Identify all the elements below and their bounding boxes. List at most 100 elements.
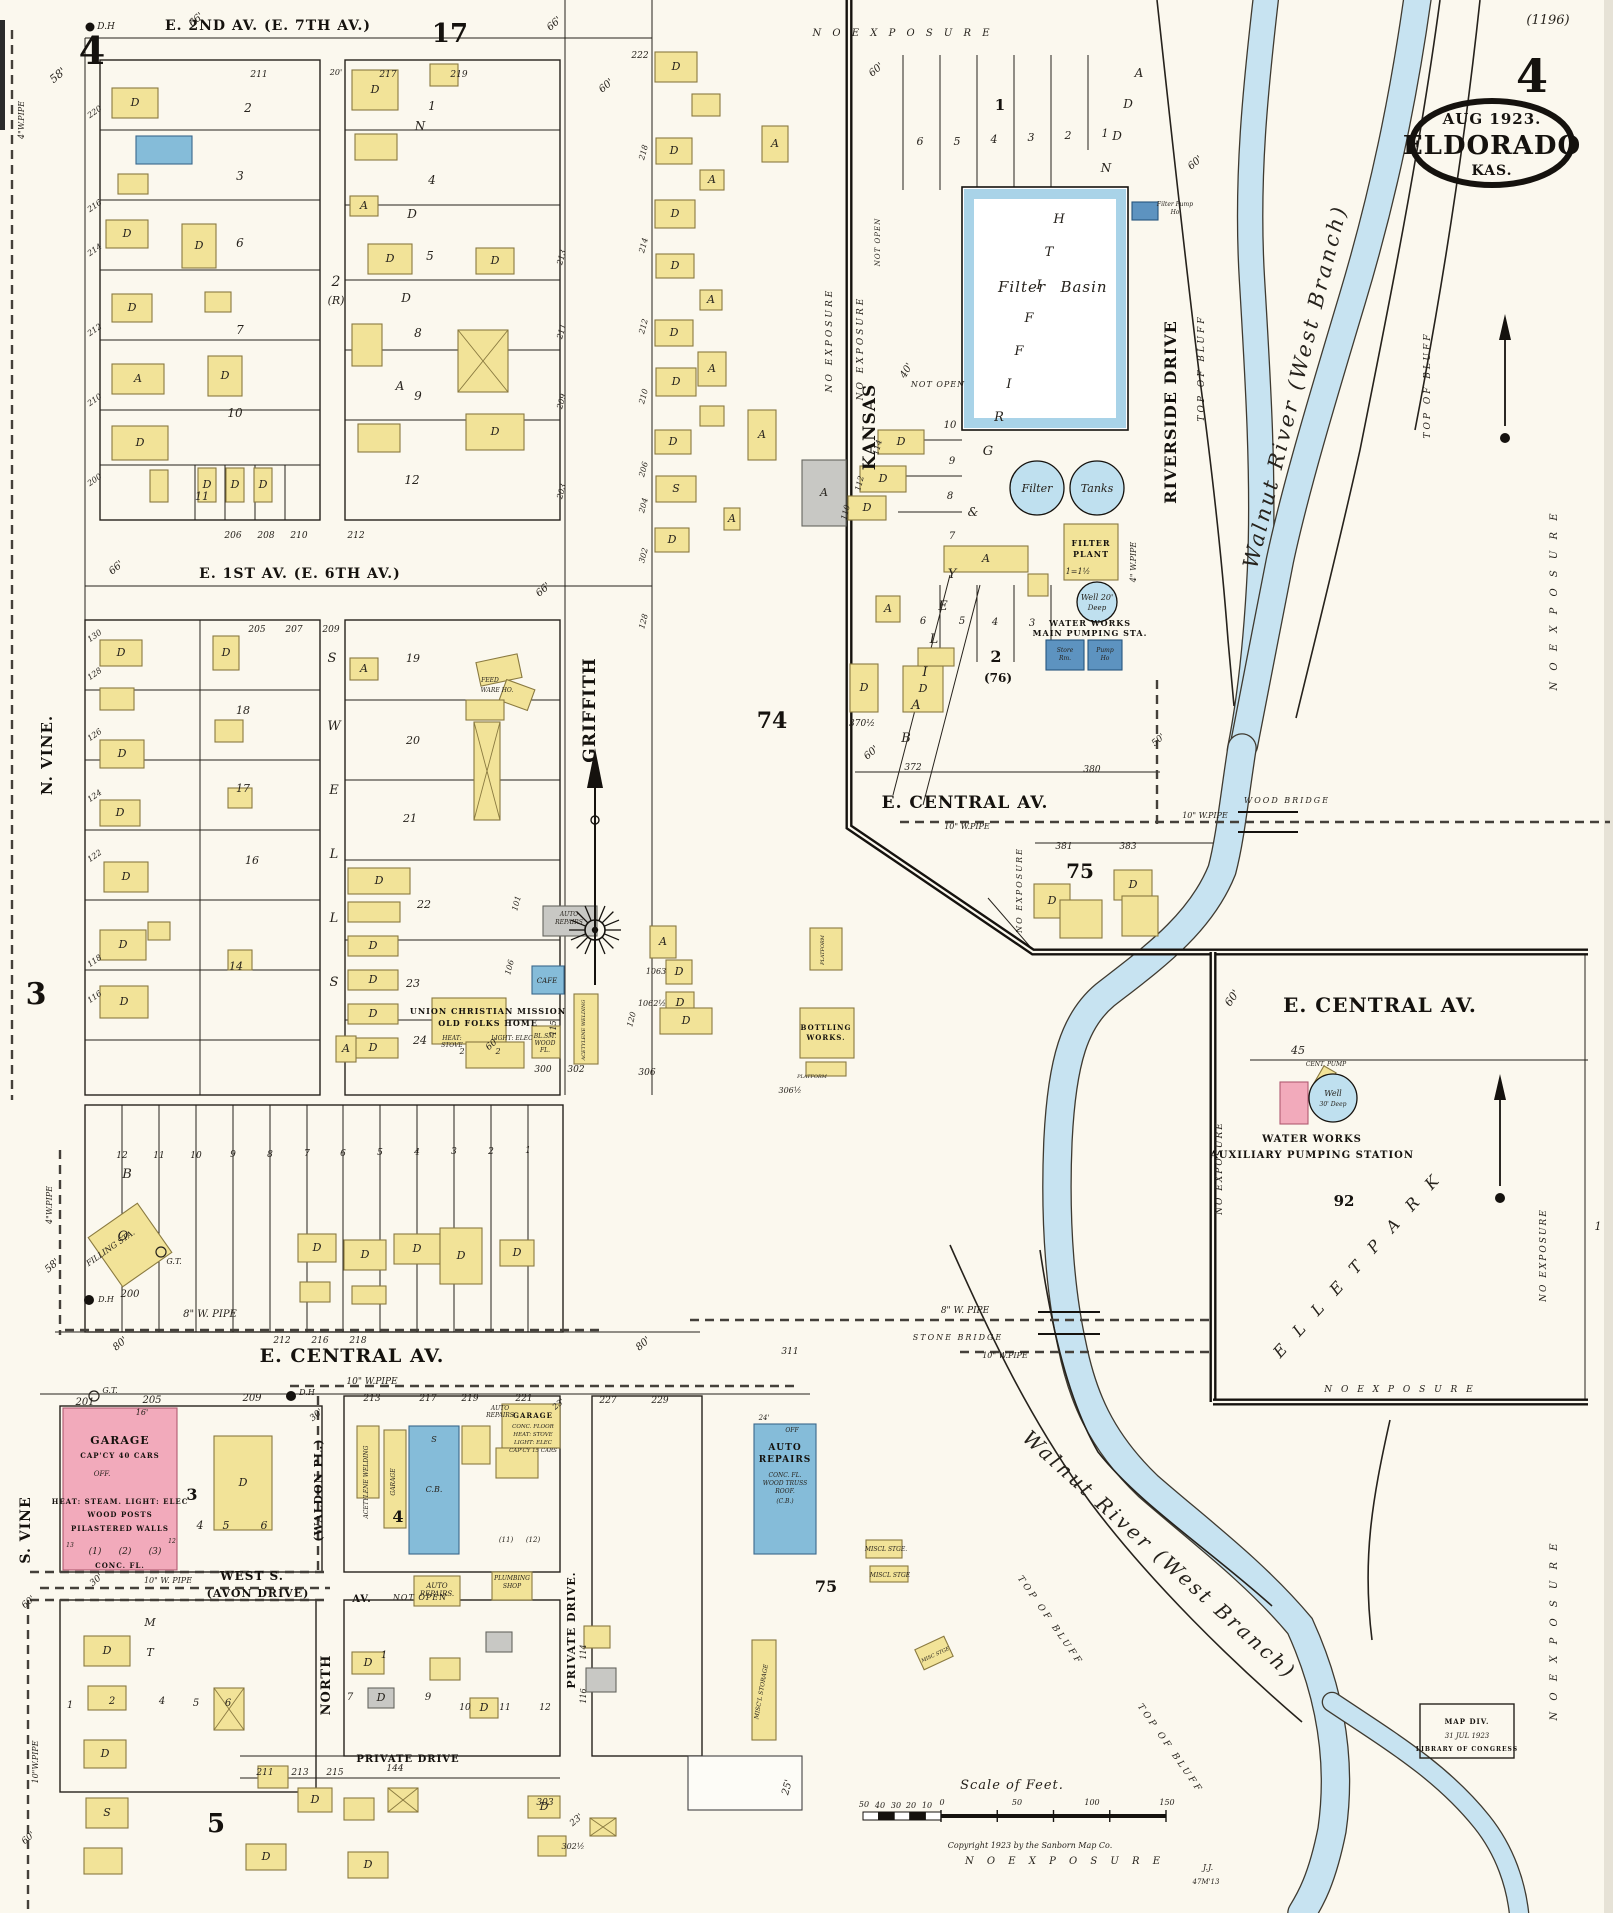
map-label: D	[1122, 97, 1133, 111]
map-label: HEAT: STOVE	[512, 1432, 552, 1438]
building: D	[347, 969, 399, 991]
building-footprint	[849, 663, 879, 713]
map-label: 10	[190, 1151, 202, 1161]
building-footprint	[753, 1423, 817, 1555]
building: D	[902, 665, 944, 713]
building-footprint	[439, 1227, 483, 1285]
map-label: 3	[26, 977, 47, 1012]
bluff-line	[1039, 1249, 1273, 1607]
map-label: 14	[229, 960, 243, 973]
map-label: M	[143, 1616, 156, 1629]
building	[429, 63, 459, 87]
building: S	[655, 475, 697, 503]
map-label: 1	[995, 96, 1005, 114]
building	[343, 1797, 375, 1821]
map-label: 210	[289, 531, 307, 541]
map-label: E	[328, 783, 339, 798]
building-cross	[589, 1817, 617, 1837]
building	[227, 949, 253, 971]
building: D	[469, 1697, 499, 1719]
map-label: 17	[236, 782, 250, 795]
map-label: 45	[1290, 1044, 1305, 1057]
map-label: 3	[236, 169, 244, 183]
map-label: WATER WORKS	[1261, 1134, 1362, 1145]
map-label: 3	[1028, 131, 1035, 144]
building	[354, 133, 398, 161]
map-label: E	[937, 599, 948, 614]
compass-center	[591, 926, 599, 934]
building	[227, 787, 253, 809]
building: A	[699, 289, 723, 311]
building-footprint	[349, 195, 379, 217]
building-use-letter: D	[490, 425, 500, 438]
building: D	[99, 639, 143, 667]
lot-line	[922, 584, 981, 806]
building-use-letter: D	[363, 1656, 373, 1669]
map-label: 209	[321, 625, 339, 635]
building-footprint	[465, 699, 505, 721]
building-footprint	[431, 997, 507, 1045]
map-label: 302½	[561, 1842, 584, 1851]
building-footprint	[747, 409, 777, 461]
map-label: 50	[1012, 1798, 1022, 1807]
map-label: Y	[948, 567, 958, 582]
building	[805, 1061, 847, 1077]
building-footprint	[83, 1739, 127, 1769]
building-footprint	[213, 1435, 273, 1531]
map-label: HEAT: STEAM. LIGHT: ELEC	[52, 1497, 189, 1506]
building-use-letter: D	[412, 1242, 422, 1255]
building	[537, 1835, 567, 1857]
building-footprint	[649, 925, 677, 959]
building-footprint	[501, 1403, 561, 1449]
building-use-letter: D	[310, 1793, 320, 1806]
building: D	[859, 465, 907, 493]
map-label: 1	[1102, 127, 1109, 140]
map-label: 212	[272, 1336, 290, 1346]
building: A	[335, 1035, 357, 1063]
map-label: MISCL STGE	[869, 1572, 911, 1579]
map-label: 116	[579, 1688, 588, 1703]
compass-ray	[601, 936, 614, 949]
map-label: D.H	[97, 1295, 115, 1304]
building-footprint	[699, 405, 725, 427]
map-label: Deep	[1087, 604, 1107, 612]
block-outline	[84, 619, 321, 1096]
map-label: N O E X P O S U R E	[1549, 1539, 1560, 1721]
building-use-letter: D	[360, 1248, 370, 1261]
map-label: 9	[949, 456, 956, 467]
building-use-letter: D	[118, 938, 128, 951]
map-label: E. 2ND AV. (E. 7TH AV.)	[165, 18, 371, 34]
map-label: 150	[1159, 1798, 1174, 1807]
map-label: Ho	[1100, 655, 1110, 662]
building	[351, 323, 383, 367]
map-label: FILTER	[1071, 538, 1110, 548]
map-label: N	[414, 119, 426, 133]
building	[531, 1025, 561, 1059]
map-label: 5	[426, 249, 434, 263]
building-footprint	[914, 1635, 954, 1671]
map-label: 6	[236, 236, 244, 250]
map-label: 213	[362, 1394, 380, 1404]
building-use-letter: D	[859, 681, 869, 694]
map-label: 215	[325, 1768, 343, 1778]
building-footprint	[654, 429, 692, 455]
map-label: 206	[637, 461, 650, 479]
building: A	[875, 595, 901, 623]
filter-tank	[1009, 460, 1065, 516]
building-footprint	[297, 1787, 333, 1813]
building-footprint	[1027, 573, 1049, 597]
map-label: &	[968, 505, 979, 519]
building	[357, 423, 401, 453]
map-label: OFF	[785, 1427, 799, 1434]
building	[383, 1429, 407, 1529]
building: D	[99, 799, 141, 827]
building-footprint	[491, 1571, 533, 1601]
map-label: D	[406, 207, 417, 221]
building: D	[297, 1233, 337, 1263]
map-label: CONC. FL.	[768, 1472, 801, 1479]
building-use-letter: D	[368, 1041, 378, 1054]
map-label: S. VINE	[18, 1496, 34, 1563]
map-label: Copyright 1923 by the Sanborn Map Co.	[948, 1841, 1113, 1850]
map-label: 303	[536, 1798, 553, 1808]
